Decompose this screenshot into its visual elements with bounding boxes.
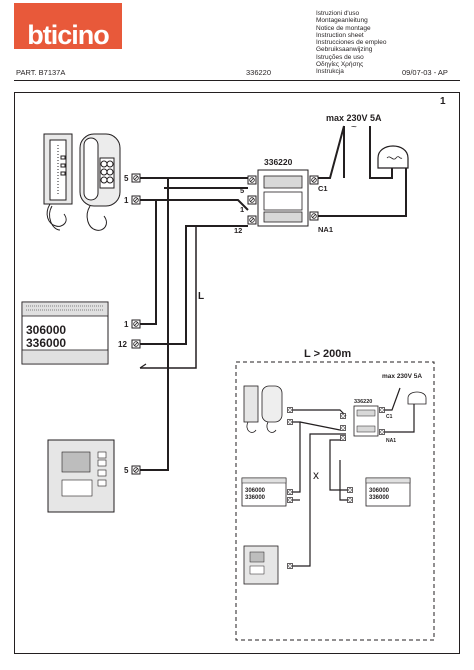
terminal-5 — [131, 173, 141, 183]
language-item: Notice de montage — [316, 24, 371, 32]
terminal-label: 5 — [124, 174, 129, 183]
inset-power-label: 306000 — [245, 488, 266, 494]
cut-mark: x — [313, 468, 319, 482]
language-item: Istruções de uso — [316, 53, 364, 61]
document-date: 09/07-03 - AP — [402, 68, 448, 77]
terminal-c1-label: C1 — [318, 184, 328, 193]
language-item: Instrucciones de empleo — [316, 39, 387, 47]
inset-c1-label: C1 — [386, 414, 393, 420]
language-item: Οδηγίες Χρήσης — [316, 61, 364, 69]
entrance-panel-icon — [47, 439, 115, 513]
power-terminal-label: 1 — [124, 320, 129, 329]
relay-terminal-label: 12 — [234, 226, 242, 235]
inset-frame — [235, 361, 435, 641]
inset-power-label: 306000 — [369, 488, 390, 494]
ac-symbol: ~ — [351, 122, 357, 133]
brand-logo: bticino — [14, 3, 122, 50]
language-item: Instruction sheet — [316, 31, 364, 39]
language-item: Instrukcja — [316, 68, 344, 76]
power-supply-unit — [21, 301, 109, 365]
inset-handsets-icon — [243, 385, 283, 433]
product-code: 336220 — [246, 68, 272, 77]
terminal-1 — [131, 195, 141, 205]
supply-label: max 230V 5A — [326, 113, 382, 123]
relay-terminal-label: 5 — [240, 186, 244, 195]
language-item: Gebruiksaanwijzing — [316, 46, 373, 54]
inset-entrance-panel-icon — [243, 545, 279, 585]
power-model-label: 306000 — [26, 323, 66, 337]
language-item: Montageanleitung — [316, 17, 368, 25]
inset-relay-label: 336220 — [354, 399, 372, 405]
inset-power-label: 336000 — [245, 495, 266, 501]
power-terminal-label: 12 — [118, 340, 127, 349]
video-handset-icon — [79, 133, 121, 231]
terminal-label: 1 — [124, 196, 129, 205]
intercom-handset-icon — [43, 133, 73, 231]
inset-title: L > 200m — [304, 348, 351, 360]
distance-label: L — [198, 291, 204, 302]
page-number: 1 — [440, 96, 446, 107]
power-model-label: 336000 — [26, 336, 66, 350]
relay-model-label: 336220 — [264, 157, 293, 167]
language-list: Istruzioni d'uso Montageanleitung Notice… — [316, 10, 386, 76]
inset-relay-module — [353, 405, 379, 437]
header-rule — [14, 80, 460, 81]
inset-supply-label: max 230V 5A — [382, 373, 422, 380]
language-item: Istruzioni d'uso — [316, 10, 360, 17]
brand-name: bticino — [27, 20, 110, 50]
inset-bell-icon — [407, 391, 427, 405]
terminal-na1-label: NA1 — [318, 225, 333, 234]
inset-power-label: 336000 — [369, 495, 390, 501]
relay-terminal-label: 1 — [240, 205, 244, 214]
inset-power-supply-left — [241, 477, 287, 507]
entrance-terminal-label: 5 — [124, 466, 129, 475]
relay-module — [257, 169, 309, 227]
part-number: PART. B7137A — [16, 68, 66, 77]
inset-power-supply-right — [365, 477, 411, 507]
diagram-frame — [14, 92, 460, 654]
bell-icon — [377, 145, 409, 169]
inset-wiring — [290, 387, 415, 567]
inset-na1-label: NA1 — [386, 438, 396, 444]
